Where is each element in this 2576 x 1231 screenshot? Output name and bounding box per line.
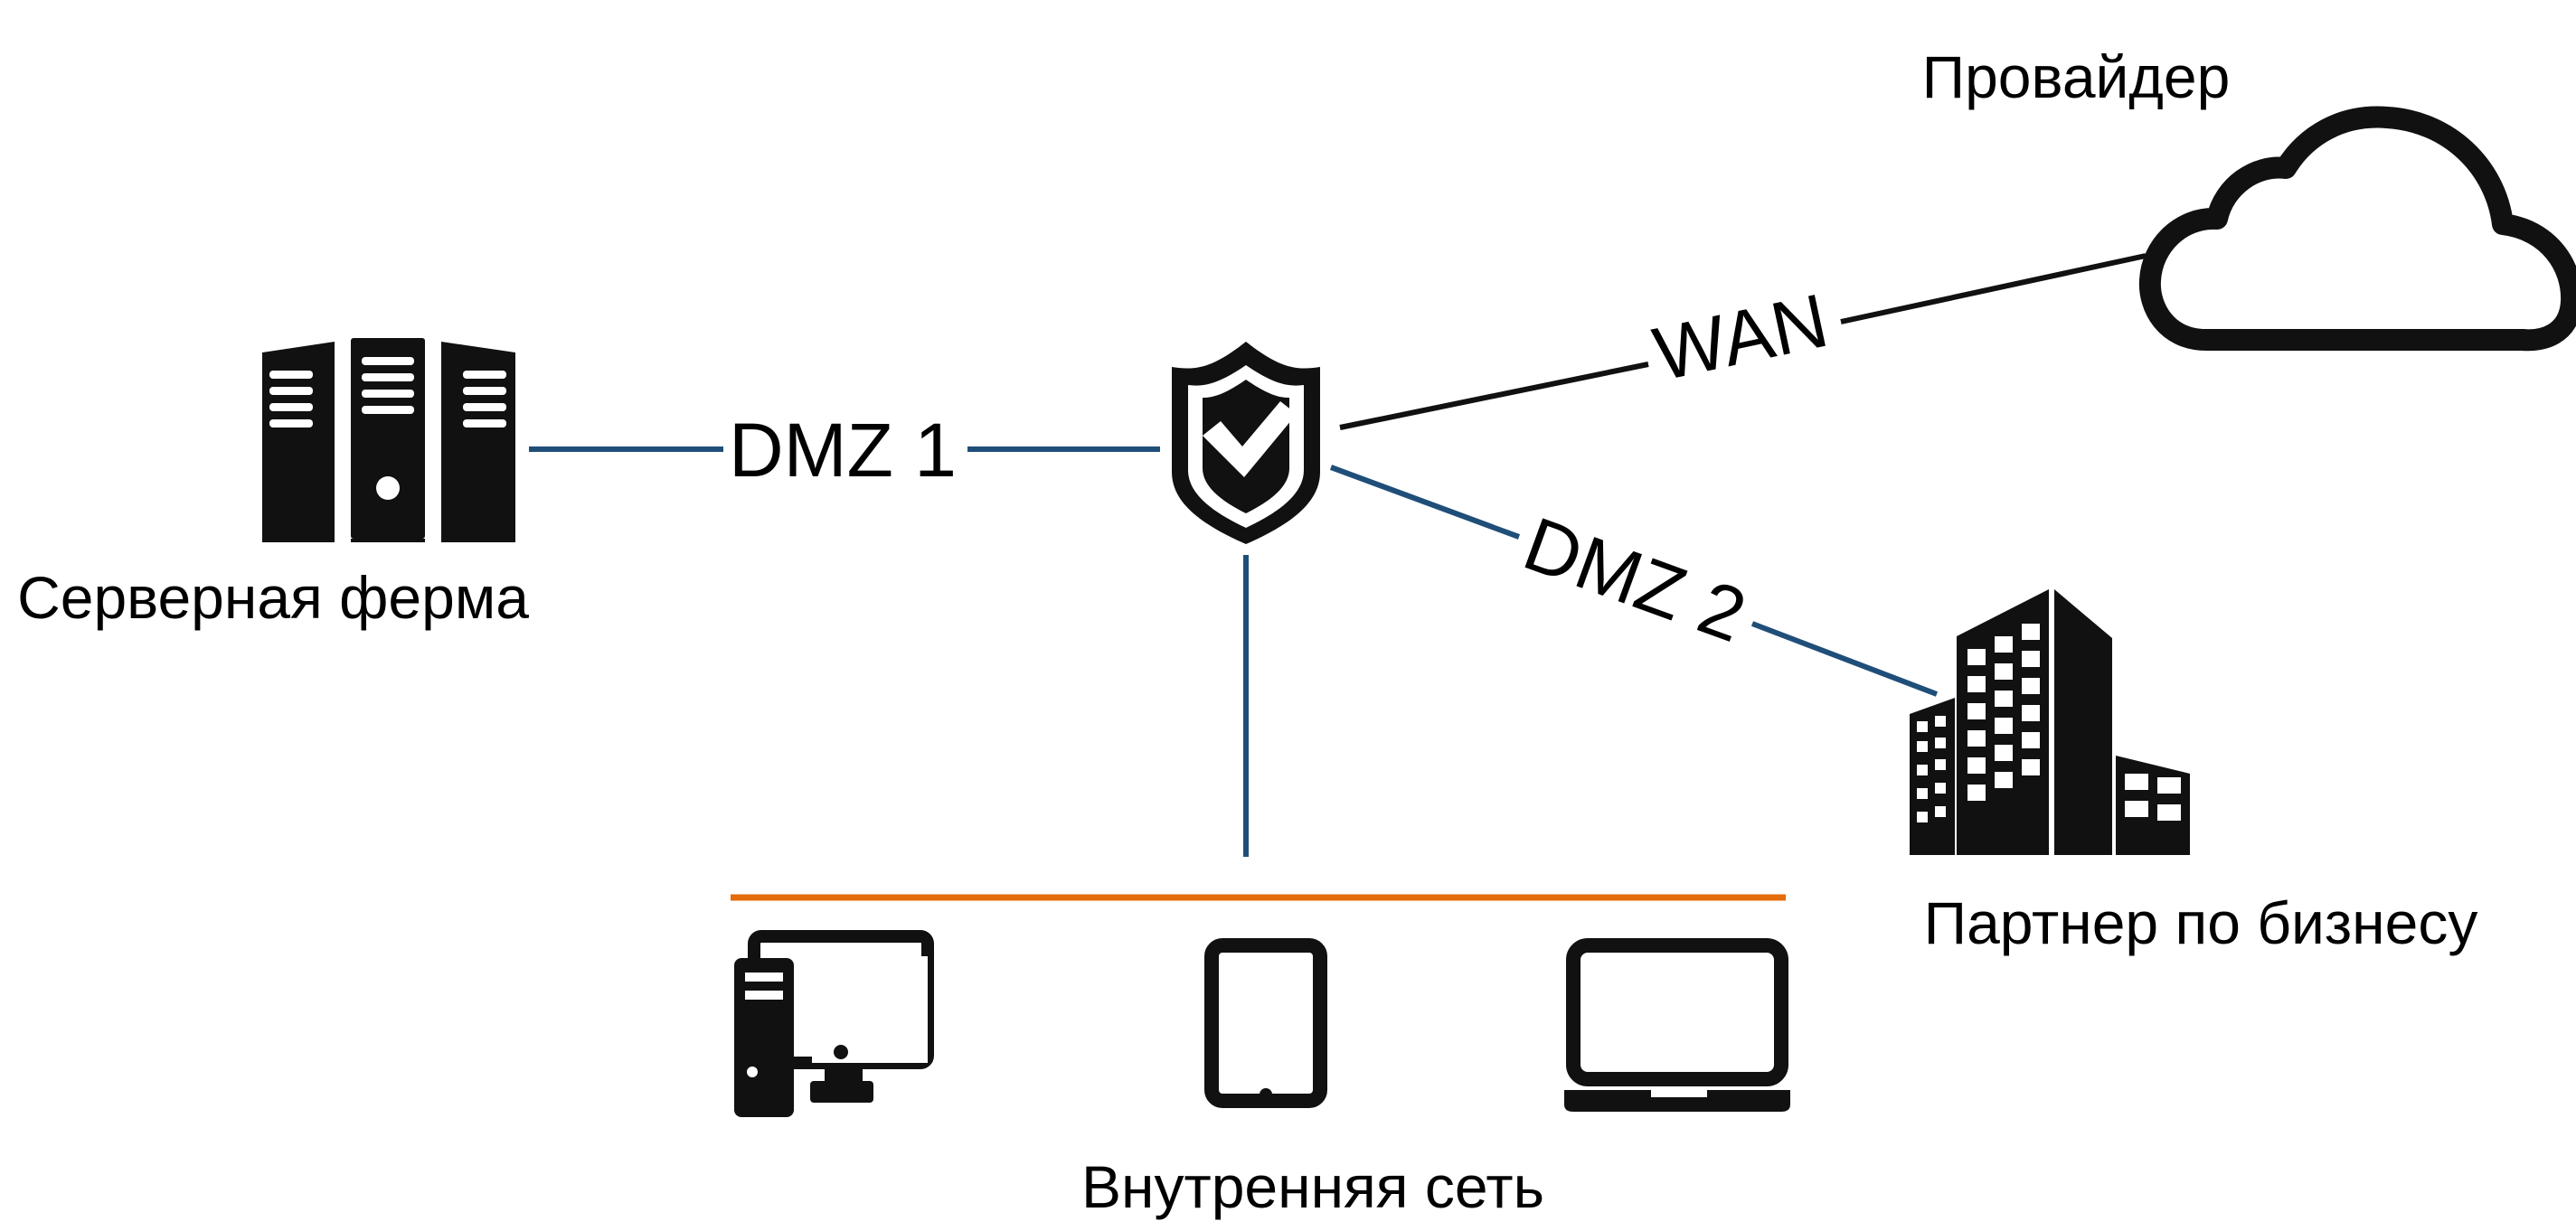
- cloud-icon: [2138, 106, 2576, 352]
- link-label-dmz1: DMZ 1: [729, 408, 957, 493]
- node-label-business-partner: Партнер по бизнесу: [1924, 889, 2478, 956]
- server-rack-icon: [262, 338, 515, 542]
- shield-check-icon: [1172, 342, 1320, 544]
- link-label-dmz2: DMZ 2: [1514, 501, 1757, 659]
- link-label-wan: WAN: [1647, 277, 1835, 397]
- link-wan-right: [1840, 253, 2147, 324]
- laptop-icon: [1564, 938, 1790, 1112]
- office-building-icon: [1910, 589, 2190, 855]
- node-label-server-farm: Серверная ферма: [17, 564, 529, 631]
- tablet-icon: [1204, 938, 1327, 1108]
- node-label-internal-network: Внутренняя сеть: [1081, 1153, 1544, 1220]
- desktop-computer-icon: [734, 930, 934, 1117]
- link-dmz2-right: [1750, 621, 1939, 697]
- link-dmz2-left: [1329, 465, 1521, 540]
- link-wan-left: [1339, 362, 1649, 430]
- connections: [529, 253, 2147, 901]
- node-label-provider: Провайдер: [1922, 43, 2231, 110]
